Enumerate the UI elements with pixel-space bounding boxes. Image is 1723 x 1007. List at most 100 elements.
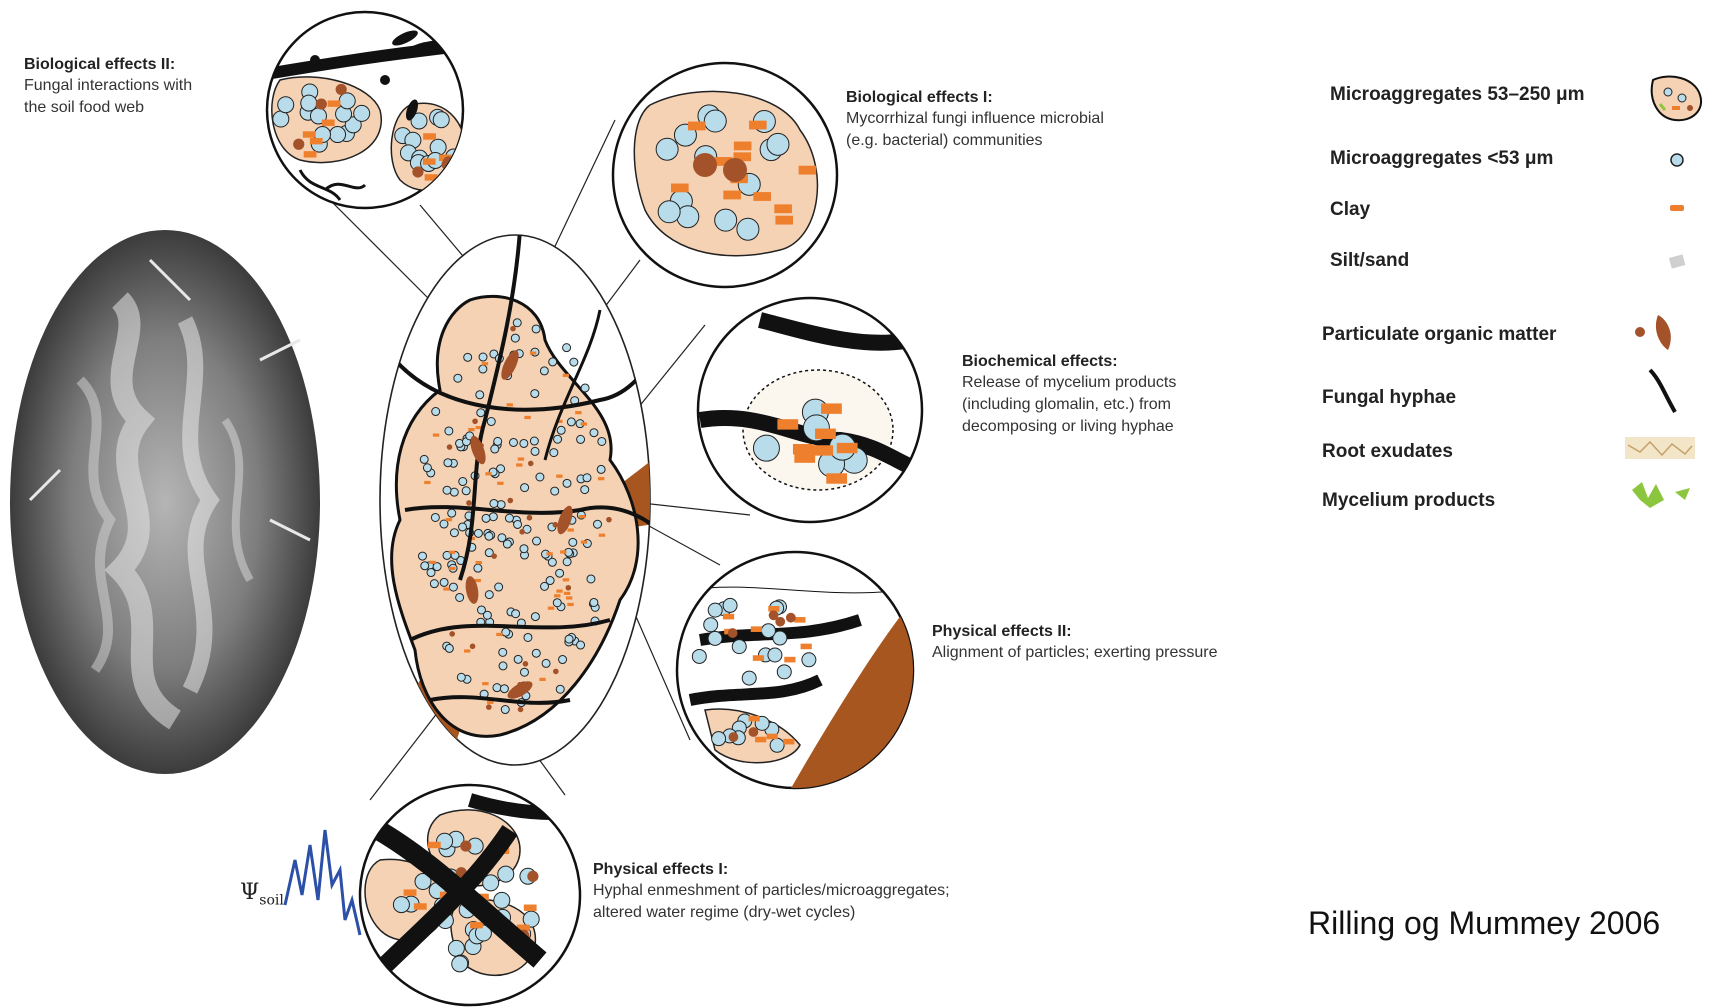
legend-item-clay: Clay: [1330, 199, 1370, 221]
microaggregate-particle: [715, 209, 737, 231]
microaggregate-particle: [450, 488, 458, 496]
microaggregate-particle: [459, 523, 467, 531]
clay-icon: [1670, 205, 1684, 211]
clay-particle: [794, 452, 815, 462]
organic-particle: [523, 661, 529, 667]
legend-item-particulate-organic-matter: Particulate organic matter: [1322, 324, 1556, 346]
microaggregate-particle: [570, 358, 578, 366]
microaggregate-particle: [511, 334, 519, 342]
microaggregate-particle: [802, 653, 816, 667]
clay-particle: [784, 657, 795, 663]
microaggregate-particle: [551, 487, 559, 495]
microaggregate-particle: [485, 591, 493, 599]
clay-particle: [423, 158, 436, 164]
microaggregate-particle: [482, 514, 490, 522]
microaggregate-particle: [301, 95, 317, 111]
clay-particle: [749, 121, 767, 130]
microaggregate-particle: [753, 435, 779, 461]
microaggregate-particle: [541, 582, 549, 590]
clay-particle: [567, 603, 573, 606]
clay-particle: [564, 592, 570, 595]
organic-particle: [472, 418, 478, 424]
clay-particle: [518, 457, 524, 460]
microaggregate-particle: [494, 437, 502, 445]
microaggregate-particle: [658, 201, 680, 223]
clay-particle: [449, 567, 455, 570]
microaggregate-particle: [418, 552, 426, 560]
microaggregate-particle: [494, 892, 510, 908]
annotation-title: Biological effects II:: [24, 55, 264, 75]
annotation-biological-effects-2: Biological effects II: Fungal interactio…: [24, 55, 264, 119]
organic-particle: [728, 628, 738, 638]
legend-item-silt-sand: Silt/sand: [1330, 250, 1409, 272]
clay-particle: [304, 151, 317, 157]
clay-particle: [482, 682, 488, 685]
annotation-line: Mycorrhizal fungi influence microbial: [846, 108, 1186, 130]
microaggregate-particle: [583, 474, 591, 482]
clay-particle: [777, 419, 798, 429]
clay-particle: [749, 716, 760, 722]
microaggregate-particle: [656, 138, 678, 160]
clay-particle: [598, 477, 604, 480]
microaggregate-particle: [554, 435, 562, 443]
microaggregate-particle: [431, 513, 439, 521]
clay-particle: [428, 842, 441, 848]
root-exudates-icon: [1625, 437, 1695, 459]
microaggregate-particle: [462, 487, 470, 495]
organic-particle: [786, 613, 796, 623]
organic-particle: [527, 515, 533, 521]
clay-particle: [303, 131, 316, 137]
microaggregate-particle: [476, 391, 484, 399]
clay-particle: [581, 422, 587, 425]
clay-particle: [826, 473, 847, 483]
clay-particle: [322, 120, 335, 126]
sem-micrograph: [10, 230, 320, 774]
clay-particle: [546, 552, 552, 555]
clay-particle: [530, 351, 536, 354]
organic-particle: [775, 617, 785, 627]
microaggregate-particle: [569, 538, 577, 546]
microaggregate-particle: [448, 509, 456, 517]
microaggregate-particle: [531, 613, 539, 621]
microaggregate-particle: [479, 365, 487, 373]
clay-particle: [753, 192, 771, 201]
inset-biological-effects-1: [613, 63, 837, 287]
microaggregate-particle: [514, 520, 522, 528]
microaggregate-particle: [581, 486, 589, 494]
organic-particle: [519, 529, 525, 535]
microaggregate-particle: [452, 956, 468, 972]
clay-particle: [775, 216, 793, 225]
microaggregate-particle: [563, 558, 571, 566]
microaggregate-particle: [487, 418, 495, 426]
microaggregate-particle: [565, 635, 573, 643]
microaggregate-particle: [493, 684, 501, 692]
legend-icons: [1625, 76, 1701, 508]
organic-particle: [491, 553, 497, 559]
microaggregate-particle: [549, 358, 557, 366]
organic-particle: [449, 631, 455, 637]
organic-particle: [336, 84, 347, 95]
microaggregate-particle: [433, 112, 449, 128]
microaggregate-particle: [339, 93, 355, 109]
organic-particle: [527, 871, 538, 882]
legend-item-mycelium-products: Mycelium products: [1322, 490, 1495, 512]
microaggregate-particle: [530, 437, 538, 445]
microaggregate-particle: [777, 665, 791, 679]
annotation-biological-effects-1: Biological effects I: Mycorrhizal fungi …: [846, 88, 1186, 152]
microaggregate-particle: [430, 580, 438, 588]
organic-particle: [528, 461, 534, 467]
clay-particle: [755, 737, 766, 743]
microaggregate-particle: [432, 408, 440, 416]
organic-particle: [460, 840, 471, 851]
microaggregate-particle: [489, 513, 497, 521]
microaggregate-particle: [704, 618, 718, 632]
microaggregate-particle: [443, 486, 451, 494]
microaggregate-particle: [512, 610, 520, 618]
microaggregate-particle: [423, 464, 431, 472]
annotation-line: decomposing or living hyphae: [962, 416, 1262, 438]
clay-particle: [524, 905, 537, 911]
clay-particle: [507, 403, 513, 406]
microaggregate-particle: [556, 685, 564, 693]
annotation-title: Biochemical effects:: [962, 352, 1262, 372]
microaggregate-particle: [450, 529, 458, 537]
